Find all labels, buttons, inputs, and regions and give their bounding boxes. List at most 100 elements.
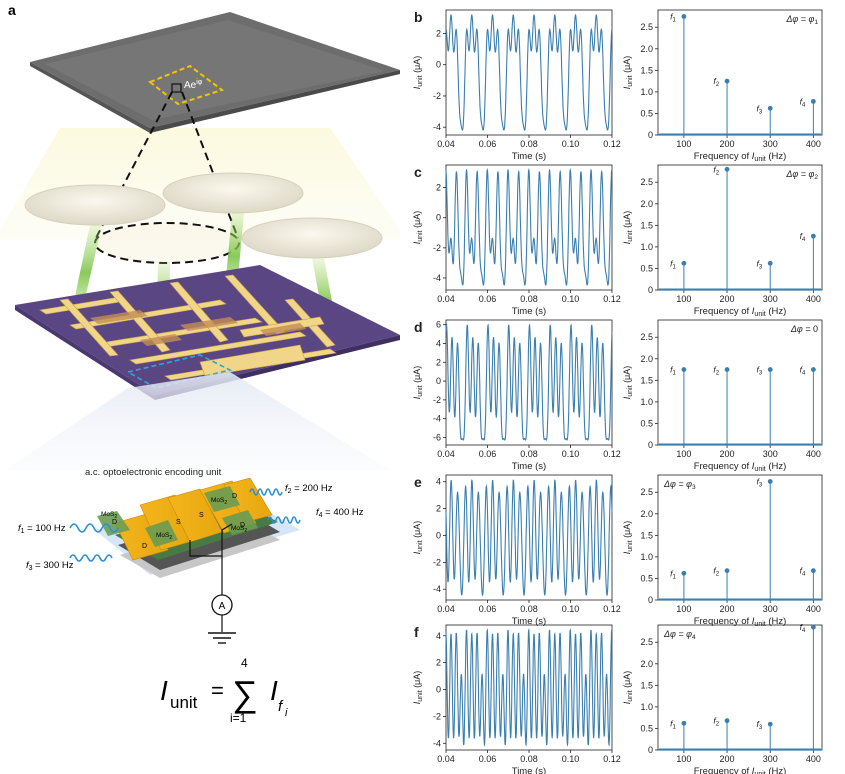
freq-xtick-label-c: 100	[676, 294, 691, 304]
panel-letter-a: a	[8, 2, 16, 18]
time-xtick-label-d: 0.06	[479, 449, 497, 459]
panel-letter-e: e	[414, 474, 422, 490]
roi-black-square	[171, 83, 182, 93]
freq-peak-label-f: f4	[800, 622, 806, 634]
freq-ylabel-b: Iunit (μA)	[622, 56, 634, 90]
freq-peak-marker-e	[810, 568, 816, 574]
freq-xtick-label-d: 200	[720, 449, 735, 459]
freq-ytick-label-e: 0.5	[640, 573, 653, 583]
image-plane-texture	[45, 20, 385, 120]
freq-ytick-label-d: 2.0	[640, 354, 653, 364]
freq-peak-label-d: f1	[670, 365, 676, 377]
time-xtick-label-d: 0.08	[520, 449, 538, 459]
time-ytick-label-f: 0	[436, 685, 441, 695]
time-ylabel-e: Iunit (μA)	[412, 521, 424, 555]
svg-text:i: i	[285, 707, 288, 719]
time-series-line-e	[445, 479, 613, 597]
time-xtick-label-b: 0.08	[520, 139, 538, 149]
time-xtick-label-e: 0.08	[520, 604, 538, 614]
label-f4: f4 = 400 Hz	[316, 507, 364, 519]
time-xtick-label-d: 0.12	[603, 449, 621, 459]
time-xlabel-d: Time (s)	[512, 461, 546, 472]
unit-mos2	[97, 486, 258, 547]
device-array-edge-left	[15, 305, 155, 400]
time-ytick-label-e: -2	[433, 557, 441, 567]
freq-ytick-label-e: 2.5	[640, 487, 653, 497]
freq-peak-marker-c	[767, 260, 773, 266]
svg-text:f: f	[278, 698, 284, 715]
freq-ytick-label-b: 1.5	[640, 65, 653, 75]
freq-ylabel-c: Iunit (μA)	[622, 211, 634, 245]
freq-ytick-label-b: 0	[648, 130, 653, 140]
time-xtick-label-c: 0.12	[603, 294, 621, 304]
freq-peak-label-c: f4	[800, 231, 806, 243]
freq-peak-marker-d	[767, 367, 773, 372]
light-cone-bottom	[5, 372, 390, 470]
lens-2	[162, 172, 304, 214]
time-xtick-label-c: 0.10	[562, 294, 580, 304]
label-f1: f1 = 100 Hz	[18, 523, 66, 535]
freq-peak-marker-c	[810, 233, 816, 239]
freq-axes-d	[657, 319, 823, 446]
label-mos2-2: MoS2	[156, 532, 172, 541]
freq-xtick-label-e: 300	[763, 604, 778, 614]
freq-xtick-label-f: 200	[720, 754, 735, 764]
time-xtick-label-b: 0.04	[437, 139, 455, 149]
freq-peak-label-d: f4	[800, 365, 806, 377]
freq-axes-c	[657, 164, 823, 291]
time-ytick-label-f: -4	[433, 738, 441, 748]
freq-xlabel-d: Frequency of Iunit (Hz)	[694, 461, 787, 473]
time-ytick-label-f: 4	[436, 631, 441, 641]
freq-xtick-label-c: 400	[806, 294, 821, 304]
freq-peak-marker-b	[767, 105, 773, 111]
time-ylabel-b: Iunit (μA)	[412, 56, 424, 90]
freq-xlabel-c: Frequency of Iunit (Hz)	[694, 306, 787, 318]
freq-xlabel-b: Frequency of Iunit (Hz)	[694, 151, 787, 163]
label-f2: f2 = 200 Hz	[285, 483, 333, 495]
freq-xtick-label-e: 200	[720, 604, 735, 614]
time-xlabel-f: Time (s)	[512, 766, 546, 774]
freq-peak-label-f: f2	[713, 716, 719, 728]
freq-axes-f	[657, 624, 823, 751]
freq-ytick-label-b: 2.5	[640, 22, 653, 32]
freq-peak-label-f: f1	[670, 718, 676, 730]
svg-text:=: =	[211, 678, 224, 703]
freq-ylabel-f: Iunit (μA)	[622, 671, 634, 705]
time-ylabel-f: Iunit (μA)	[412, 671, 424, 705]
time-ytick-label-d: 6	[436, 320, 441, 330]
freq-xlabel-f: Frequency of Iunit (Hz)	[694, 766, 787, 774]
time-ytick-label-c: -2	[433, 243, 441, 253]
phase-annotation-d: Δφ = 0	[790, 324, 818, 334]
label-mos2-1: MoS2	[101, 511, 117, 520]
freq-peak-label-e: f1	[670, 568, 676, 580]
time-xtick-label-d: 0.04	[437, 449, 455, 459]
time-xtick-label-c: 0.08	[520, 294, 538, 304]
time-xtick-label-b: 0.12	[603, 139, 621, 149]
time-ytick-label-c: 0	[436, 213, 441, 223]
phase-annotation-e: Δφ = φ3	[663, 479, 696, 491]
freq-peak-label-b: f3	[756, 103, 762, 115]
freq-xlabel-e: Frequency of Iunit (Hz)	[694, 616, 787, 628]
lens-4-dashed	[94, 222, 240, 264]
freq-ytick-label-f: 0	[648, 745, 653, 755]
freq-peak-label-c: f1	[670, 258, 676, 270]
time-xtick-label-c: 0.06	[479, 294, 497, 304]
time-xtick-label-e: 0.10	[562, 604, 580, 614]
freq-peak-marker-e	[681, 570, 687, 576]
time-ytick-label-d: -4	[433, 414, 441, 424]
time-ylabel-c: Iunit (μA)	[412, 211, 424, 245]
time-xtick-label-d: 0.10	[562, 449, 580, 459]
freq-peak-label-e: f4	[800, 566, 806, 578]
freq-ytick-label-c: 1.5	[640, 220, 653, 230]
freq-peak-marker-f	[724, 718, 730, 724]
time-xtick-label-e: 0.04	[437, 604, 455, 614]
freq-peak-label-d: f3	[756, 365, 762, 377]
freq-peak-label-d: f2	[713, 365, 719, 377]
time-xtick-label-b: 0.06	[479, 139, 497, 149]
lens-3	[241, 217, 383, 259]
time-series-line-f	[445, 628, 613, 747]
time-xtick-label-e: 0.12	[603, 604, 621, 614]
lens-1	[24, 184, 166, 226]
time-series-line-d	[445, 323, 613, 441]
